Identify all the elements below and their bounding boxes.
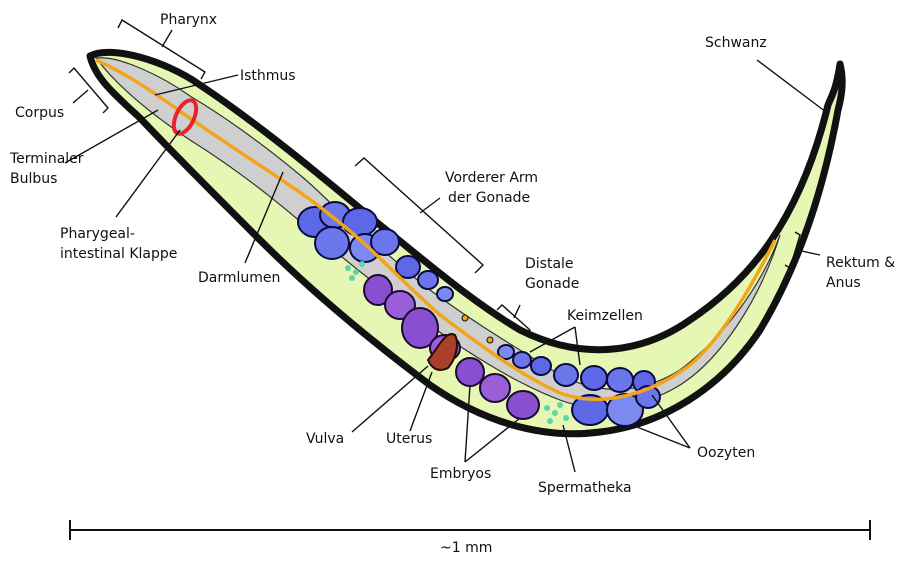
label-terminal-bulb-1: Terminaler	[9, 151, 84, 167]
distal-tip	[487, 337, 493, 343]
label-corpus: Corpus	[15, 105, 64, 121]
label-tail: Schwanz	[705, 35, 767, 51]
label-anterior-arm-1: Vorderer Arm	[445, 170, 538, 186]
label-oocytes: Oozyten	[697, 445, 755, 461]
label-intestinal-lumen: Darmlumen	[198, 270, 280, 286]
label-rectum-anus-1: Rektum &	[826, 255, 895, 271]
label-isthmus: Isthmus	[240, 68, 296, 84]
label-distal-gonad-2: Gonade	[525, 276, 579, 292]
label-distal-gonad-1: Distale	[525, 256, 574, 272]
label-germ-cells: Keimzellen	[567, 308, 643, 324]
label-valve-1: Pharygeal-	[60, 226, 135, 242]
label-terminal-bulb-2: Bulbus	[10, 171, 57, 187]
label-valve-2: intestinal Klappe	[60, 246, 177, 262]
label-pharynx: Pharynx	[160, 12, 217, 28]
label-uterus: Uterus	[386, 431, 432, 447]
label-rectum-anus-2: Anus	[826, 275, 861, 291]
distal-tip-2	[462, 315, 468, 321]
label-vulva: Vulva	[306, 431, 344, 447]
label-anterior-arm-2: der Gonade	[448, 190, 530, 206]
label-embryos: Embryos	[430, 466, 491, 482]
label-scale: ~1 mm	[440, 540, 492, 556]
label-spermatheca: Spermatheka	[538, 480, 632, 496]
